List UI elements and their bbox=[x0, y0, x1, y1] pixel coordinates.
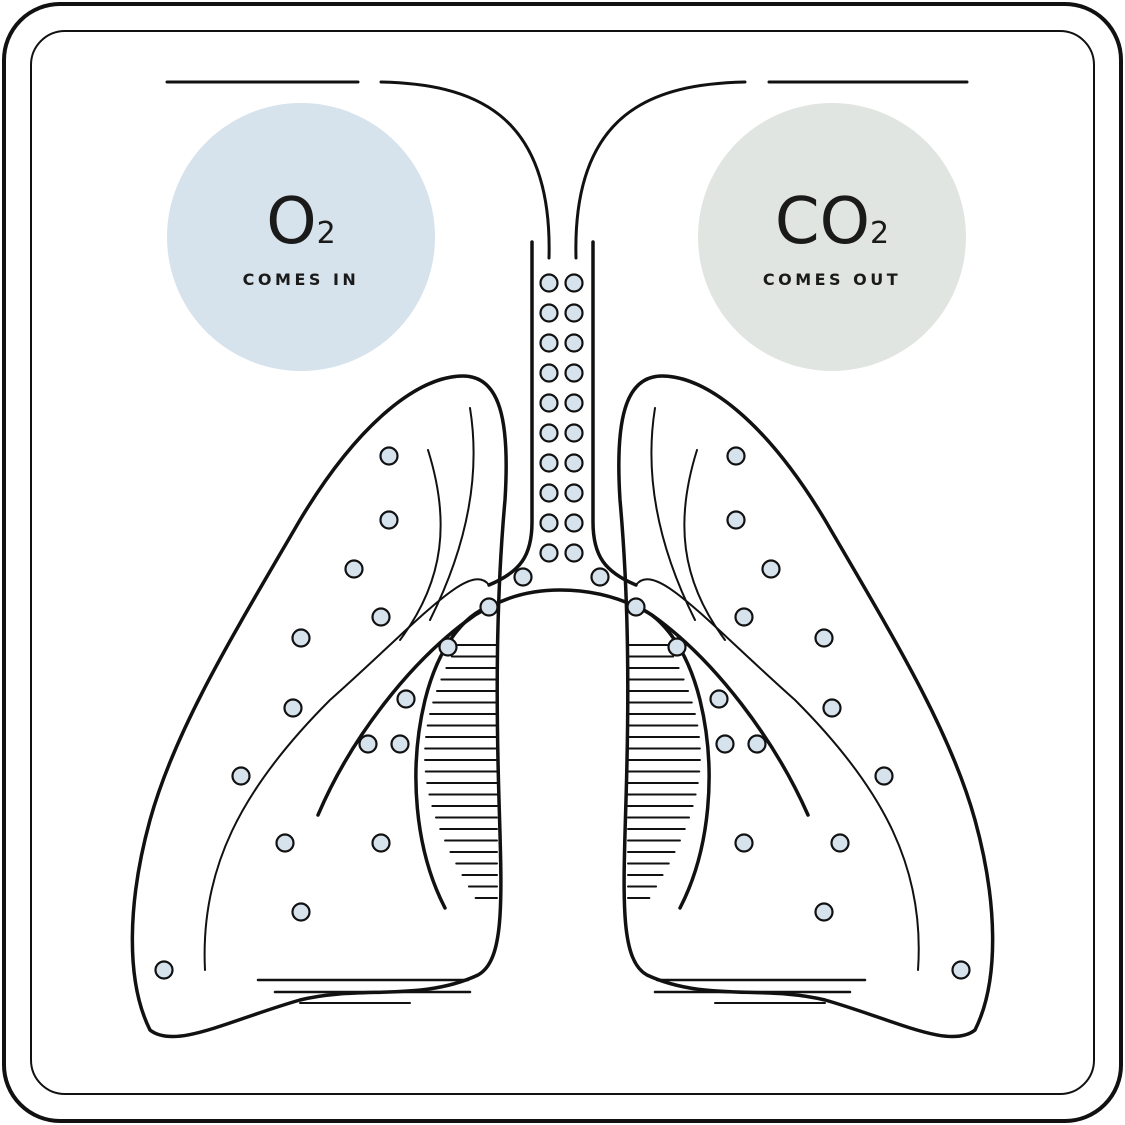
airflow-in-curve bbox=[379, 80, 551, 260]
oxygen-formula: O bbox=[266, 185, 316, 259]
air-bubble bbox=[564, 543, 584, 563]
carbon-dioxide-formula: CO bbox=[775, 185, 870, 259]
air-bubble bbox=[539, 303, 559, 323]
air-bubble bbox=[951, 960, 971, 980]
right-vein-line-2 bbox=[650, 407, 696, 621]
air-bubbles bbox=[154, 273, 971, 980]
air-bubble bbox=[726, 510, 746, 530]
air-bubble bbox=[539, 273, 559, 293]
air-bubble bbox=[564, 363, 584, 383]
air-bubble bbox=[564, 393, 584, 413]
air-bubble bbox=[291, 902, 311, 922]
air-bubble bbox=[564, 423, 584, 443]
right-lung-hatching bbox=[627, 644, 701, 899]
air-bubble bbox=[513, 567, 533, 587]
air-bubble bbox=[734, 833, 754, 853]
air-bubble bbox=[275, 833, 295, 853]
air-bubble bbox=[390, 734, 410, 754]
left-lung-outline bbox=[130, 374, 508, 1039]
right-vein-line bbox=[683, 449, 726, 641]
air-bubble bbox=[761, 559, 781, 579]
air-bubble bbox=[283, 698, 303, 718]
oxygen-caption: COMES IN bbox=[243, 270, 360, 289]
oxygen-subscript: 2 bbox=[317, 216, 336, 251]
air-bubble bbox=[344, 559, 364, 579]
carbon-dioxide-out-badge: CO2 COMES OUT bbox=[698, 103, 966, 371]
air-bubble bbox=[371, 833, 391, 853]
air-bubble bbox=[154, 960, 174, 980]
air-bubble bbox=[814, 628, 834, 648]
air-bubble bbox=[874, 766, 894, 786]
air-bubble bbox=[747, 734, 767, 754]
trachea-right-wall bbox=[591, 240, 638, 587]
air-bubble bbox=[539, 393, 559, 413]
air-bubble bbox=[564, 273, 584, 293]
air-bubble bbox=[371, 607, 391, 627]
air-bubble bbox=[715, 734, 735, 754]
air-bubble bbox=[830, 833, 850, 853]
air-bubble bbox=[564, 333, 584, 353]
left-heart-notch bbox=[414, 603, 497, 910]
inner-frame bbox=[30, 30, 1095, 1095]
carbon-dioxide-circle bbox=[698, 103, 966, 371]
air-bubble bbox=[379, 446, 399, 466]
trachea-left-wall bbox=[487, 240, 534, 587]
left-lung-hatching bbox=[424, 644, 498, 899]
left-vein-line bbox=[399, 449, 442, 641]
air-bubble bbox=[231, 766, 251, 786]
air-bubble bbox=[479, 597, 499, 617]
air-bubble bbox=[438, 637, 458, 657]
air-bubble bbox=[626, 597, 646, 617]
airflow-out-curve bbox=[574, 80, 747, 260]
right-heart-notch bbox=[628, 603, 711, 910]
air-bubble bbox=[539, 453, 559, 473]
air-bubble bbox=[590, 567, 610, 587]
air-bubble bbox=[396, 689, 416, 709]
air-bubble bbox=[358, 734, 378, 754]
air-bubble bbox=[822, 698, 842, 718]
left-fissure-line bbox=[203, 578, 490, 971]
oxygen-in-badge: O2 COMES IN bbox=[167, 103, 435, 371]
air-bubble bbox=[814, 902, 834, 922]
air-bubble bbox=[539, 513, 559, 533]
air-bubble bbox=[709, 689, 729, 709]
air-bubble bbox=[667, 637, 687, 657]
air-bubble bbox=[564, 453, 584, 473]
svg-text:O2: O2 bbox=[266, 185, 335, 259]
air-bubble bbox=[564, 303, 584, 323]
air-bubble bbox=[379, 510, 399, 530]
air-bubble bbox=[291, 628, 311, 648]
air-bubble bbox=[539, 423, 559, 443]
air-bubble bbox=[564, 513, 584, 533]
carbon-dioxide-subscript: 2 bbox=[870, 216, 889, 251]
air-bubble bbox=[539, 543, 559, 563]
air-bubble bbox=[564, 483, 584, 503]
air-bubble bbox=[539, 483, 559, 503]
carbon-dioxide-caption: COMES OUT bbox=[763, 270, 901, 289]
oxygen-circle bbox=[167, 103, 435, 371]
bronchus-arch bbox=[316, 588, 810, 817]
air-bubble bbox=[539, 363, 559, 383]
svg-text:CO2: CO2 bbox=[775, 185, 889, 259]
air-bubble bbox=[734, 607, 754, 627]
right-fissure-line bbox=[635, 578, 920, 971]
left-vein-line-2 bbox=[429, 407, 475, 621]
right-lung-outline bbox=[617, 374, 995, 1039]
air-bubble bbox=[539, 333, 559, 353]
air-bubble bbox=[726, 446, 746, 466]
